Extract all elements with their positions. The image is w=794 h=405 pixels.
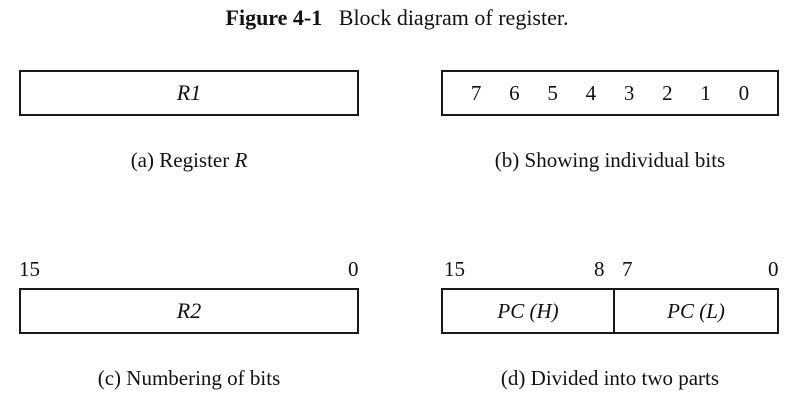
caption-b: (b) Showing individual bits [494, 148, 726, 172]
register-pc-box: PC (H) PC (L) [441, 288, 779, 334]
caption-a-var: R [234, 148, 248, 172]
bit-number-high-end: 8 [594, 257, 605, 281]
bit-number-high-start: 15 [444, 257, 465, 281]
bit-cell-6: 6 [509, 80, 520, 105]
bit-cell-0: 0 [738, 80, 750, 105]
figure-label: Figure 4-1 [225, 5, 323, 30]
bit-cell-1: 1 [700, 80, 711, 105]
register-r2-box: R2 [19, 288, 359, 334]
register-r2-label: R2 [176, 298, 202, 323]
caption-a: (a) Register R [19, 148, 359, 173]
bit-number-low-start: 7 [622, 257, 633, 281]
caption-d: (d) Divided into two parts [500, 366, 720, 390]
bit-cell-7: 7 [470, 80, 482, 105]
figure-caption: Figure 4-1 Block diagram of register. [0, 5, 794, 31]
register-pc-divider [613, 290, 615, 332]
bit-cell-4: 4 [585, 80, 597, 105]
register-bits-box: 7 6 5 4 3 2 1 0 [441, 70, 779, 116]
bit-cell-3: 3 [623, 80, 635, 105]
bit-number-low-end: 0 [768, 257, 779, 281]
bit-cell-2: 2 [662, 80, 673, 105]
bit-number-msb: 15 [19, 257, 40, 281]
figure-title: Block diagram of register. [338, 5, 569, 30]
bit-number-lsb: 0 [348, 257, 359, 281]
register-r1-label: R1 [176, 80, 202, 105]
bit-cell-5: 5 [547, 80, 558, 105]
caption-a-text: (a) Register [130, 148, 235, 172]
register-pc-high-label: PC (H) [497, 298, 559, 323]
register-pc-low-label: PC (L) [667, 298, 725, 323]
caption-c: (c) Numbering of bits [97, 366, 281, 390]
register-r1-box: R1 [19, 70, 359, 116]
